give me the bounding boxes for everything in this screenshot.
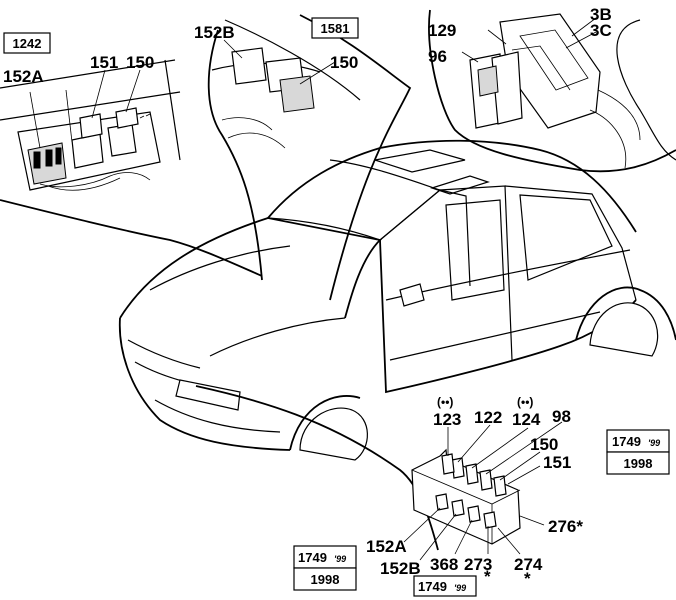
car-illustration bbox=[118, 139, 676, 461]
label-fb-123-mark: (••) bbox=[437, 395, 453, 409]
label-right-129: 129 bbox=[428, 21, 456, 40]
label-fb-276: 276* bbox=[548, 517, 583, 536]
ref-box-right: 1749 '99 1998 bbox=[606, 429, 670, 475]
label-center-150: 150 bbox=[330, 53, 358, 72]
ref-bl-main: 1749 bbox=[298, 550, 327, 565]
label-right-3b: 3B bbox=[590, 5, 612, 24]
relay-box-bottom bbox=[195, 385, 563, 561]
ref-box-bottom-center: 1749 '99 bbox=[413, 575, 477, 597]
ref-box-bottom-left: 1749 '99 1998 bbox=[293, 545, 357, 591]
label-left-150: 150 bbox=[126, 53, 154, 72]
label-left-151: 151 bbox=[90, 53, 118, 72]
ref-bc-suffix: '99 bbox=[454, 583, 466, 593]
label-fb-124: 124 bbox=[512, 410, 541, 429]
ref-box-1242: 1242 bbox=[3, 32, 51, 54]
label-fb-273-star: * bbox=[484, 567, 491, 586]
label-fb-124-mark: (••) bbox=[517, 395, 533, 409]
ref-1581-text: 1581 bbox=[321, 21, 350, 36]
label-fb-274-star: * bbox=[524, 569, 531, 588]
label-right-3c: 3C bbox=[590, 21, 612, 40]
label-fb-151: 151 bbox=[543, 453, 571, 472]
ref-right-year: 1998 bbox=[624, 456, 653, 471]
label-left-152a: 152A bbox=[3, 67, 44, 86]
inset-center-relays bbox=[207, 14, 412, 301]
label-fb-152a: 152A bbox=[366, 537, 407, 556]
ref-1242-text: 1242 bbox=[13, 36, 42, 51]
label-fb-123: 123 bbox=[433, 410, 461, 429]
label-fb-98: 98 bbox=[552, 407, 571, 426]
inset-right-fusebox bbox=[428, 9, 676, 173]
ref-bl-year: 1998 bbox=[311, 572, 340, 587]
label-fb-368: 368 bbox=[430, 555, 458, 574]
label-fb-122: 122 bbox=[474, 408, 502, 427]
label-fb-150: 150 bbox=[530, 435, 558, 454]
ref-bc-main: 1749 bbox=[418, 579, 447, 594]
label-fb-274: 274 bbox=[514, 555, 543, 574]
inset-left-relays bbox=[0, 59, 263, 277]
label-center-152b: 152B bbox=[194, 23, 235, 42]
callout-labels: 152A 151 150 152B 150 129 96 3B 3C (••) … bbox=[3, 5, 612, 588]
ref-bl-suffix: '99 bbox=[334, 554, 346, 564]
label-fb-152b: 152B bbox=[380, 559, 421, 578]
ref-right-main: 1749 bbox=[612, 434, 641, 449]
ref-right-suffix: '99 bbox=[648, 438, 660, 448]
ref-box-1581: 1581 bbox=[311, 17, 359, 39]
label-right-96: 96 bbox=[428, 47, 447, 66]
label-fb-273: 273 bbox=[464, 555, 492, 574]
